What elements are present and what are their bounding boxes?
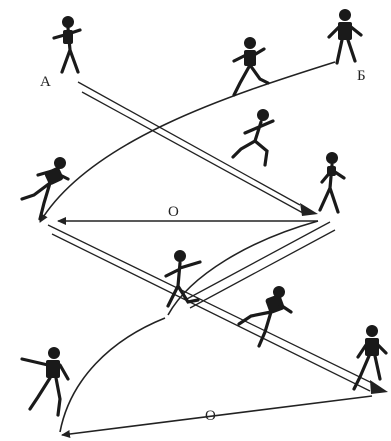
label-point-a: А <box>40 74 51 90</box>
player-figure-icon-left <box>22 157 68 219</box>
player-figure-icon-bottom-left <box>22 347 68 415</box>
player-figure-icon-a <box>54 16 80 72</box>
label-ball-bottom: О <box>205 408 216 424</box>
pass-curve-mid-to-bottom-left <box>60 318 165 432</box>
run-path-left-to-right-bottom <box>48 225 388 394</box>
player-figure-icon-center-upper <box>233 109 273 165</box>
player-figure-icon-bottom-right <box>354 325 386 389</box>
label-ball-top: О <box>168 204 179 220</box>
run-path-right-to-left-mid <box>185 222 335 308</box>
player-figure-icon-lower-mid <box>239 286 291 346</box>
player-figure-icon-right-mid <box>320 152 344 212</box>
label-point-b: Б <box>357 68 366 84</box>
pass-line-bottom-o <box>62 396 372 435</box>
run-path-a-to-right <box>78 82 318 216</box>
player-figure-icon-center-lower <box>166 250 200 306</box>
player-figure-icon-b <box>329 9 361 63</box>
